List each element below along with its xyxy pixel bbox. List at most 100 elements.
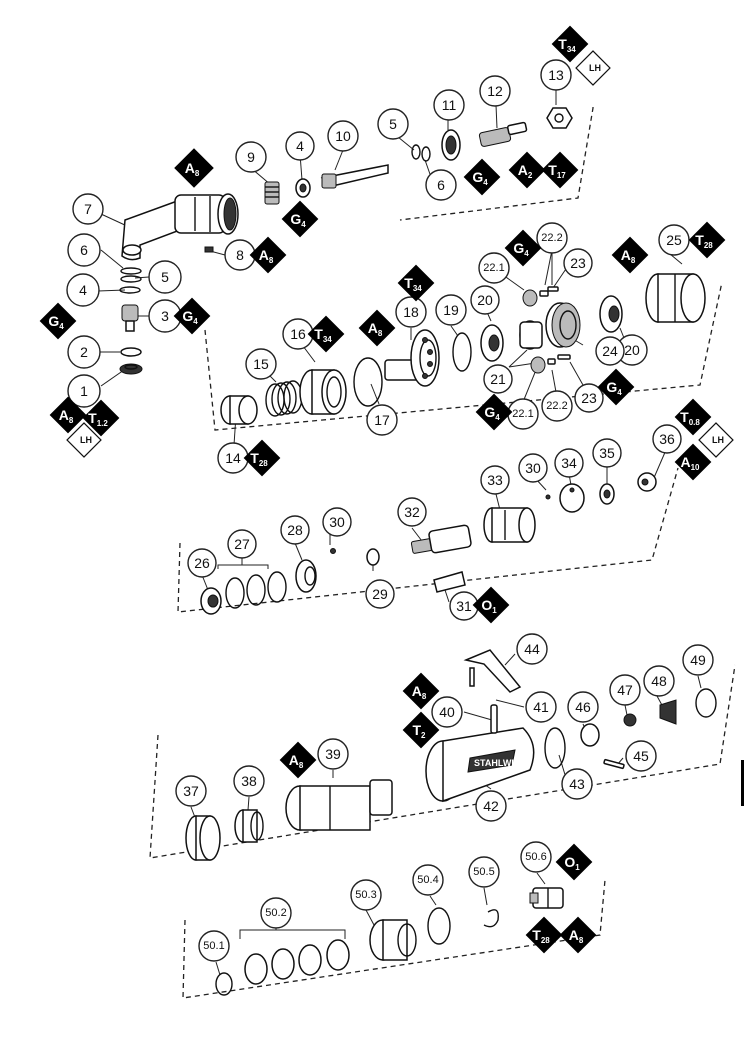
oring-50-4	[427, 907, 451, 945]
housing-brand-text: STAHLWILLE	[474, 758, 531, 768]
callout-50-2: 50.2	[260, 897, 292, 929]
svg-text:16: 16	[290, 326, 306, 342]
svg-text:8: 8	[236, 247, 244, 263]
symbol-a8-key: A8	[249, 236, 287, 274]
callout-39: 39	[317, 738, 349, 770]
svg-text:5: 5	[161, 269, 169, 285]
svg-text:12: 12	[487, 83, 503, 99]
svg-text:50.1: 50.1	[203, 940, 224, 952]
lh-symbol-nut36: LH	[698, 422, 734, 458]
callout-17: 17	[366, 404, 398, 436]
ring-19	[452, 332, 472, 372]
callout-5-top: 5	[377, 108, 409, 140]
symbol-a8-inlet: A8	[559, 916, 597, 954]
nut-1	[119, 363, 143, 375]
parts: STAHLWILLE	[119, 107, 717, 996]
gear-22-1-top	[522, 289, 538, 307]
symbol-a8-head: A8	[174, 148, 214, 188]
svg-text:T28: T28	[532, 927, 550, 945]
symbol-g4-shaft: G4	[463, 158, 501, 196]
svg-text:9: 9	[247, 149, 255, 165]
callout-12: 12	[479, 75, 511, 107]
svg-text:T34: T34	[558, 36, 576, 54]
symbol-g4-spindle: G4	[281, 200, 319, 238]
group-outline-head	[399, 107, 594, 221]
ring-5-top	[411, 144, 421, 160]
seals-27	[225, 571, 287, 609]
callout-41: 41	[525, 691, 557, 723]
svg-text:27: 27	[234, 536, 250, 552]
callout-1: 1	[67, 374, 101, 408]
spring-48	[659, 699, 677, 725]
callout-36: 36	[652, 424, 682, 454]
callout-20-right: 20	[616, 334, 648, 366]
spring-15	[265, 380, 303, 417]
callout-14: 14	[217, 442, 249, 474]
oring-49	[695, 688, 717, 718]
svg-text:43: 43	[569, 776, 585, 792]
svg-text:G4: G4	[48, 313, 64, 331]
callout-25: 25	[658, 224, 690, 256]
svg-text:G4: G4	[484, 404, 500, 422]
svg-text:26: 26	[194, 555, 210, 571]
svg-text:46: 46	[575, 699, 591, 715]
svg-text:G4: G4	[290, 211, 306, 229]
bearing-11	[441, 129, 461, 161]
callout-4-top: 4	[285, 131, 315, 161]
callout-50-3: 50.3	[350, 879, 382, 911]
key-8	[204, 246, 214, 253]
svg-text:T1.2: T1.2	[88, 410, 108, 428]
svg-text:34: 34	[561, 455, 577, 471]
callouts: 1 2 3 4 4 5 5 6 6 7 8 9 10 11 12 13 14 1…	[66, 59, 714, 962]
svg-text:6: 6	[80, 242, 88, 258]
muffler-39	[285, 779, 393, 831]
bearing-20-right	[599, 295, 623, 333]
callout-28: 28	[280, 515, 310, 545]
svg-text:T17: T17	[548, 162, 566, 180]
svg-text:T28: T28	[250, 450, 268, 468]
callout-30-right: 30	[518, 453, 548, 483]
ring-50-1	[215, 972, 233, 996]
svg-text:30: 30	[525, 460, 541, 476]
cylinder-33	[483, 507, 536, 543]
clip-50-5	[483, 909, 499, 928]
carrier-21	[519, 320, 543, 350]
page-edge-mark	[741, 760, 744, 806]
bearing-4-top	[295, 178, 311, 198]
symbol-g4-planet-bottom: G4	[475, 393, 513, 431]
callout-34: 34	[554, 448, 584, 478]
svg-text:48: 48	[651, 673, 667, 689]
svg-text:40: 40	[439, 704, 455, 720]
symbol-t12-nut1: T1.2	[82, 399, 120, 437]
callout-40: 40	[431, 696, 463, 728]
svg-text:22.2: 22.2	[546, 400, 567, 412]
symbol-g4-planet: G4	[504, 229, 542, 267]
group-outline-housing	[149, 664, 736, 859]
svg-text:13: 13	[548, 67, 564, 83]
symbol-a10-nut36: A10	[674, 443, 712, 481]
callout-26: 26	[187, 548, 217, 578]
svg-text:A8: A8	[259, 247, 274, 265]
callout-50-4: 50.4	[412, 864, 444, 896]
svg-text:A8: A8	[368, 320, 383, 338]
symbol-t2-valve40: T2	[402, 711, 440, 749]
housing-42: STAHLWILLE	[425, 727, 535, 803]
callout-50-5: 50.5	[468, 856, 500, 888]
svg-text:A8: A8	[569, 927, 584, 945]
svg-text:LH: LH	[712, 435, 724, 445]
bearing-29	[366, 548, 380, 566]
svg-text:18: 18	[403, 304, 419, 320]
symbol-a8-housing25: A8	[611, 236, 649, 274]
callout-9: 9	[235, 141, 267, 173]
svg-text:33: 33	[487, 472, 503, 488]
svg-text:7: 7	[84, 201, 92, 217]
washers-50-2	[244, 939, 350, 985]
housing-25	[645, 273, 706, 323]
callout-33: 33	[480, 465, 510, 495]
svg-text:G4: G4	[513, 240, 529, 258]
svg-text:50.3: 50.3	[355, 889, 376, 901]
callout-29: 29	[365, 579, 395, 609]
svg-text:21: 21	[490, 371, 506, 387]
pin-23-top	[547, 286, 559, 292]
